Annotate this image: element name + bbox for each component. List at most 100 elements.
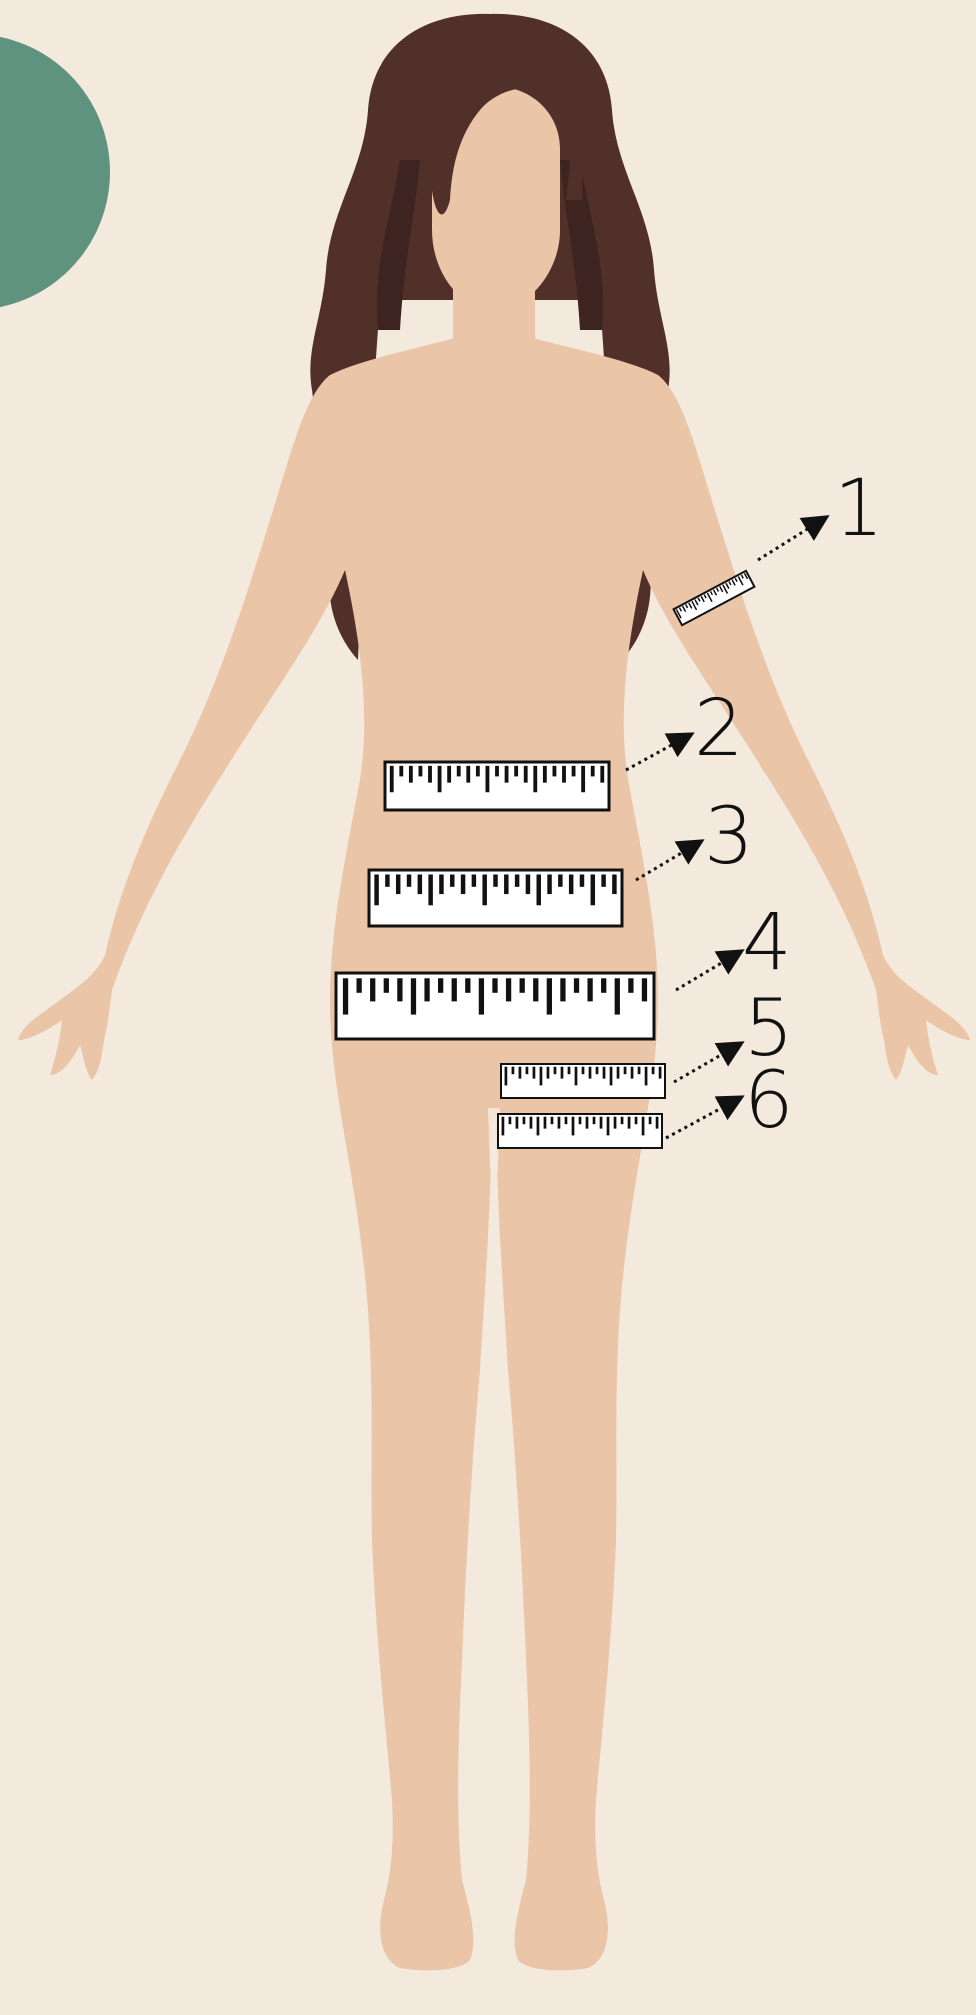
ruler-tick bbox=[374, 874, 378, 905]
ruler-tick bbox=[502, 1117, 505, 1136]
ruler-hips bbox=[336, 973, 654, 1039]
ruler-tick bbox=[543, 766, 547, 783]
ruler-tick bbox=[547, 978, 552, 1014]
ruler-tick bbox=[509, 1117, 512, 1124]
ruler-tick bbox=[457, 766, 461, 777]
ruler-tick bbox=[591, 766, 595, 777]
ruler-tick bbox=[409, 766, 413, 783]
arrow-upper-arm bbox=[758, 518, 825, 560]
ruler-tick bbox=[587, 978, 592, 1001]
ruler-tick bbox=[600, 766, 604, 783]
ruler-tick bbox=[596, 1067, 599, 1074]
ruler-tick bbox=[428, 766, 432, 783]
ruler-tick bbox=[506, 978, 511, 1001]
ruler-tick bbox=[407, 874, 411, 886]
ruler-upper-thigh bbox=[501, 1064, 665, 1098]
arrow-waist bbox=[626, 735, 690, 770]
ruler-tick bbox=[524, 766, 528, 783]
ruler-tick bbox=[466, 766, 470, 783]
ruler-abdomen bbox=[369, 870, 622, 926]
ruler-tick bbox=[612, 874, 616, 894]
ruler-tick bbox=[544, 1117, 547, 1129]
measurement-number-2: 2 bbox=[694, 690, 744, 768]
ruler-tick bbox=[547, 1067, 550, 1079]
ruler-tick bbox=[447, 766, 451, 783]
ruler-tick bbox=[495, 766, 499, 777]
measurement-number-3: 3 bbox=[704, 798, 754, 876]
ruler-tick bbox=[600, 1117, 603, 1129]
ruler-tick bbox=[561, 1067, 564, 1079]
ruler-tick bbox=[607, 1117, 610, 1136]
ruler-tick bbox=[624, 1067, 627, 1074]
ruler-tick bbox=[533, 766, 537, 792]
ruler-tick bbox=[553, 766, 557, 777]
ruler-tick bbox=[628, 1117, 631, 1129]
accent-circle bbox=[0, 34, 110, 310]
ruler-tick bbox=[452, 978, 457, 1001]
ruler-tick bbox=[614, 1117, 617, 1129]
ruler-tick bbox=[558, 874, 562, 886]
arrow-thigh bbox=[666, 1098, 740, 1138]
ruler-tick bbox=[628, 978, 633, 993]
arrow-abdomen bbox=[636, 842, 700, 880]
ruler-tick bbox=[580, 874, 584, 886]
ruler-tick bbox=[565, 1117, 568, 1124]
ruler-tick bbox=[515, 874, 519, 886]
ruler-tick bbox=[586, 1117, 589, 1129]
ruler-tick bbox=[419, 766, 423, 777]
ruler-tick bbox=[572, 766, 576, 777]
ruler-tick bbox=[591, 874, 595, 905]
ruler-tick bbox=[493, 874, 497, 886]
ruler-tick bbox=[562, 766, 566, 783]
ruler-tick bbox=[390, 766, 394, 792]
ruler-tick bbox=[574, 978, 579, 993]
ruler-tick bbox=[438, 978, 443, 993]
ruler-tick bbox=[582, 1067, 585, 1074]
ruler-tick bbox=[568, 1067, 571, 1074]
ruler-tick bbox=[575, 1067, 578, 1086]
ruler-tick bbox=[479, 978, 484, 1014]
ruler-tick bbox=[601, 874, 605, 886]
measurement-number-6: 6 bbox=[744, 1062, 794, 1140]
ruler-tick bbox=[482, 874, 486, 905]
ruler-tick bbox=[370, 978, 375, 1001]
ruler-tick bbox=[631, 1067, 634, 1079]
ruler-tick bbox=[551, 1117, 554, 1124]
ruler-tick bbox=[439, 874, 443, 894]
ruler-tick bbox=[610, 1067, 613, 1086]
ruler-tick bbox=[526, 874, 530, 894]
measurement-number-4: 4 bbox=[742, 904, 792, 982]
ruler-tick bbox=[397, 978, 402, 1001]
ruler-tick bbox=[659, 1067, 662, 1079]
ruler-tick bbox=[537, 1117, 540, 1136]
ruler-tick bbox=[505, 1067, 508, 1086]
ruler-tick bbox=[603, 1067, 606, 1079]
ruler-tick bbox=[418, 874, 422, 894]
ruler-tick bbox=[558, 1117, 561, 1129]
ruler-tick bbox=[526, 1067, 529, 1074]
ruler-tick bbox=[519, 1067, 522, 1079]
ruler-tick bbox=[537, 874, 541, 905]
ruler-tick bbox=[560, 978, 565, 1001]
ruler-tick bbox=[572, 1117, 575, 1136]
ruler-tick bbox=[638, 1067, 641, 1074]
ruler-tick bbox=[523, 1117, 526, 1124]
ruler-tick bbox=[385, 874, 389, 886]
ruler-tick bbox=[428, 874, 432, 905]
ruler-tick bbox=[520, 978, 525, 993]
ruler-tick bbox=[533, 978, 538, 1001]
ruler-tick bbox=[396, 874, 400, 894]
ruler-tick bbox=[533, 1067, 536, 1079]
ruler-tick bbox=[530, 1117, 533, 1129]
ruler-tick bbox=[492, 978, 497, 993]
ruler-tick bbox=[617, 1067, 620, 1079]
ruler-tick bbox=[505, 766, 509, 783]
measurement-number-1: 1 bbox=[834, 470, 884, 548]
ruler-tick bbox=[581, 766, 585, 792]
ruler-tick bbox=[356, 978, 361, 993]
ruler-tick bbox=[343, 978, 348, 1014]
ruler-tick bbox=[656, 1117, 659, 1129]
ruler-tick bbox=[554, 1067, 557, 1074]
arrow-upper-thigh bbox=[674, 1044, 740, 1082]
